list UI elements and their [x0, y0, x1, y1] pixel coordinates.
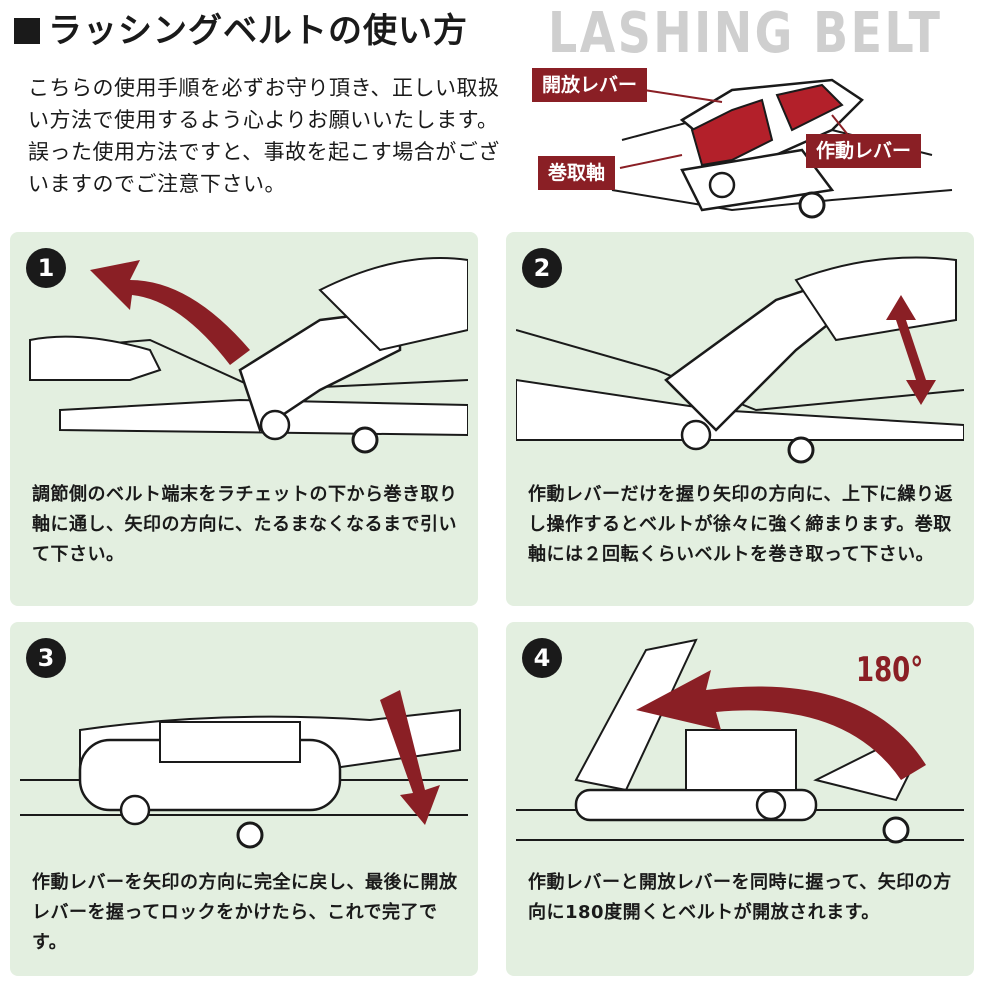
- step-4-panel: 4 180° 作動レバーと開放レバーを同時に握って、矢印の方向に180度開くとベ…: [506, 622, 974, 976]
- page-title-text: ラッシングベルトの使い方: [48, 11, 468, 51]
- step-4-text: 作動レバーと開放レバーを同時に握って、矢印の方向に180度開くとベルトが開放され…: [528, 872, 952, 923]
- step-number-badge: 3: [26, 638, 66, 678]
- intro-text: こちらの使用手順を必ずお守り頂き、正しい取扱い方法で使用するよう心よりお願いいた…: [28, 76, 500, 196]
- winding-shaft-label: 巻取軸: [538, 156, 616, 190]
- step-1-illustration: [29, 257, 468, 454]
- step-3-text: 作動レバーを矢印の方向に完全に戻し、最後に開放レバーを握ってロックをかけたら、こ…: [32, 872, 458, 953]
- step-number-badge: 1: [26, 248, 66, 288]
- step-3-panel: 3 作動レバーを矢印の方向に完全に戻し、最後に開放レバーを握ってロックをかけたら…: [10, 622, 478, 976]
- step-2-panel: 2 作動レバーだけを握り矢印の方向に、上下に繰り返し操作するとベルトが徐々に強く…: [506, 232, 974, 606]
- title-square-icon: [14, 18, 40, 44]
- background-word: LASHING BELT: [548, 1, 943, 66]
- release-lever-label: 開放レバー: [532, 68, 648, 102]
- step-2-text: 作動レバーだけを握り矢印の方向に、上下に繰り返し操作するとベルトが徐々に強く締ま…: [528, 484, 953, 565]
- parts-diagram: 開放レバー 作動レバー 巻取軸: [532, 60, 972, 230]
- step-1-panel: 1 調節側のベルト端末をラチェットの下から巻き取り軸に通し、矢印の方向に、たるま…: [10, 232, 478, 606]
- step-3-illustration: [20, 690, 468, 849]
- step-number-badge: 4: [522, 638, 562, 678]
- step-number-badge: 2: [522, 248, 562, 288]
- ratchet-parts-illustration: [611, 78, 953, 219]
- step-1-text: 調節側のベルト端末をラチェットの下から巻き取り軸に通し、矢印の方向に、たるまなく…: [32, 484, 458, 565]
- step-4-illustration: [516, 638, 964, 844]
- step-2-illustration: [516, 256, 964, 464]
- page-title: ラッシングベルトの使い方: [14, 6, 468, 56]
- operating-lever-label: 作動レバー: [806, 134, 922, 168]
- angle-label: 180°: [856, 650, 924, 690]
